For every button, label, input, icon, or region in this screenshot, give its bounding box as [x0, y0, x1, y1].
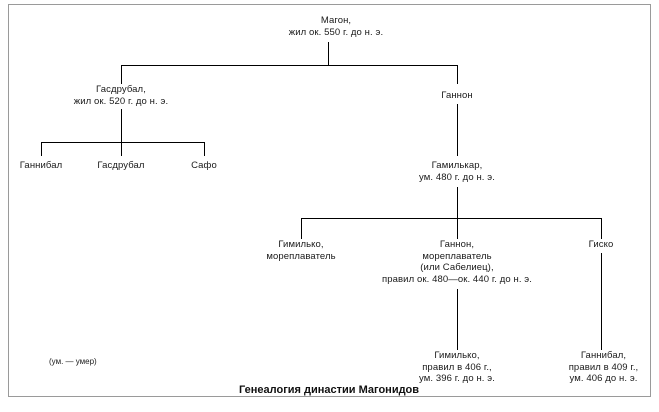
connector-to-gisko — [601, 218, 602, 239]
connector-to-hannibal1 — [41, 142, 42, 156]
connector-gisko-down — [601, 253, 602, 350]
node-hannon-1: Ганнон — [441, 90, 473, 101]
connector-magon-down — [328, 42, 329, 65]
connector-hasdrubal1-down — [121, 109, 122, 142]
node-himilko-2: Гимилько, правил в 406 г., ум. 396 г. до… — [419, 350, 495, 384]
node-gisko: Гиско — [588, 239, 614, 250]
connector-level2-bus — [121, 65, 457, 66]
connector-to-hasdrubal2 — [121, 142, 122, 156]
diagram-frame: Магон, жил ок. 550 г. до н. э. Гасдрубал… — [8, 4, 651, 397]
node-hannon-navigator: Ганнон, мореплаватель (или Сабелиец), пр… — [382, 239, 532, 285]
connector-to-hasdrubal1 — [121, 65, 122, 84]
node-hasdrubal-2: Гасдрубал — [97, 160, 145, 171]
connector-to-himilko1 — [301, 218, 302, 239]
connector-hamilcar-down — [457, 187, 458, 218]
connector-to-hannon-navigator — [457, 218, 458, 239]
node-hasdrubal-1: Гасдрубал, жил ок. 520 г. до н. э. — [73, 84, 169, 107]
node-himilko-1: Гимилько, мореплаватель — [266, 239, 336, 262]
node-magon: Магон, жил ок. 550 г. до н. э. — [288, 15, 384, 38]
connector-hannon-navigator-down — [457, 289, 458, 350]
node-hannibal-1: Ганнибал — [19, 160, 63, 171]
connector-to-safo — [204, 142, 205, 156]
legend-abbreviation: (ум. — умер) — [49, 357, 97, 366]
connector-to-hannon1 — [457, 65, 458, 84]
connector-level3-left-bus — [41, 142, 204, 143]
connector-level4-bus — [301, 218, 601, 219]
node-hamilcar: Гамилькар, ум. 480 г. до н. э. — [419, 160, 495, 183]
connector-hannon1-down — [457, 104, 458, 156]
node-safo: Сафо — [191, 160, 217, 171]
diagram-caption: Генеалогия династии Магонидов — [238, 384, 420, 396]
node-hannibal-2: Ганнибал, правил в 409 г., ум. 406 до н.… — [568, 350, 639, 384]
